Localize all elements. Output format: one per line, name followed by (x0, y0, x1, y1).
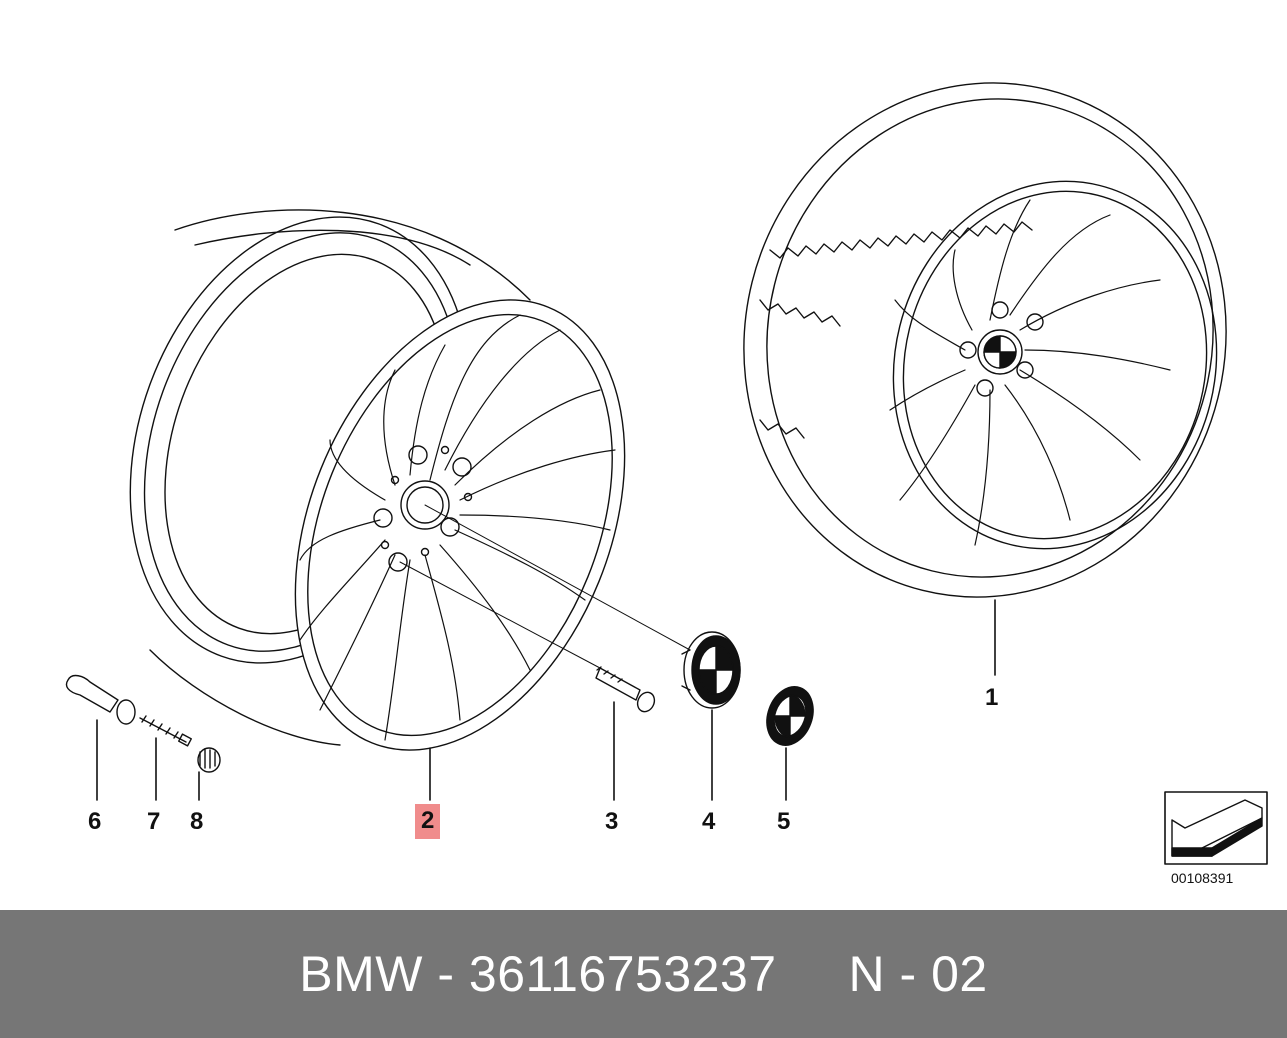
callout-1[interactable]: 1 (985, 684, 999, 711)
valve-core (139, 715, 192, 747)
alloy-rim (129, 209, 626, 751)
callout-2-highlighted[interactable]: 2 (415, 804, 441, 839)
part-number-label: BMW - 36116753237 N - 02 (299, 946, 988, 1002)
footer-bar: BMW - 36116753237 N - 02 (0, 910, 1287, 1038)
exploded-wheel-diagram (65, 82, 1268, 865)
diagram-number: 00108391 (1171, 870, 1234, 886)
leader-lines (96, 599, 996, 801)
callout-4[interactable]: 4 (702, 808, 716, 835)
callout-7[interactable]: 7 (147, 808, 161, 835)
callout-5[interactable]: 5 (777, 808, 791, 835)
valve-cap (197, 747, 221, 773)
assembly-lines (399, 504, 691, 669)
callout-6[interactable]: 6 (88, 808, 102, 835)
hub-cap (681, 631, 741, 709)
callout-8[interactable]: 8 (190, 808, 204, 835)
valve-stem (65, 674, 136, 725)
wheel-bolt (595, 666, 656, 713)
bmw-roundel-icon (766, 686, 814, 746)
callout-3[interactable]: 3 (605, 808, 619, 835)
arrow-box-icon (1164, 791, 1268, 865)
complete-wheel-tyre (743, 82, 1227, 598)
